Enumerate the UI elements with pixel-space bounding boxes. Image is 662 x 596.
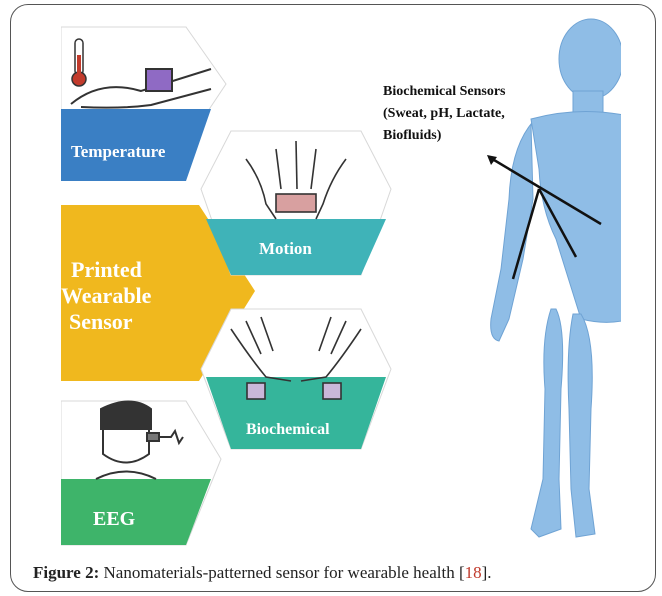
- figure-illustration: Biochemical Sensors (Sweat, pH, Lactate,…: [61, 9, 621, 549]
- annotation-line-1: Biochemical Sensors: [383, 84, 506, 99]
- caption-reference-link[interactable]: 18: [465, 563, 482, 582]
- biochemical-tile: Biochemical: [201, 309, 391, 449]
- figure-caption: Figure 2: Nanomaterials-patterned sensor…: [33, 563, 492, 583]
- human-body-figure: [491, 19, 621, 537]
- caption-text: Nanomaterials-patterned sensor for weara…: [99, 563, 459, 582]
- temperature-tile: Temperature: [61, 27, 226, 181]
- tile-label-temperature: Temperature: [71, 142, 166, 161]
- tile-label-biochemical: Biochemical: [246, 421, 330, 438]
- center-line-1: Printed: [71, 257, 142, 282]
- caption-ref-close: ].: [482, 563, 492, 582]
- center-line-2: Wearable: [61, 283, 152, 308]
- caption-label: Figure 2:: [33, 563, 99, 582]
- motion-tile: Motion: [201, 131, 391, 275]
- figure-frame: Biochemical Sensors (Sweat, pH, Lactate,…: [10, 4, 656, 592]
- center-line-3: Sensor: [69, 309, 133, 334]
- eeg-tile: EEG: [61, 401, 221, 545]
- tile-label-motion: Motion: [259, 239, 312, 258]
- annotation-line-3: Biofluids): [383, 128, 442, 143]
- tile-label-eeg: EEG: [93, 508, 136, 530]
- annotation-line-2: (Sweat, pH, Lactate,: [383, 106, 505, 121]
- figure-svg: Biochemical Sensors (Sweat, pH, Lactate,…: [61, 9, 621, 549]
